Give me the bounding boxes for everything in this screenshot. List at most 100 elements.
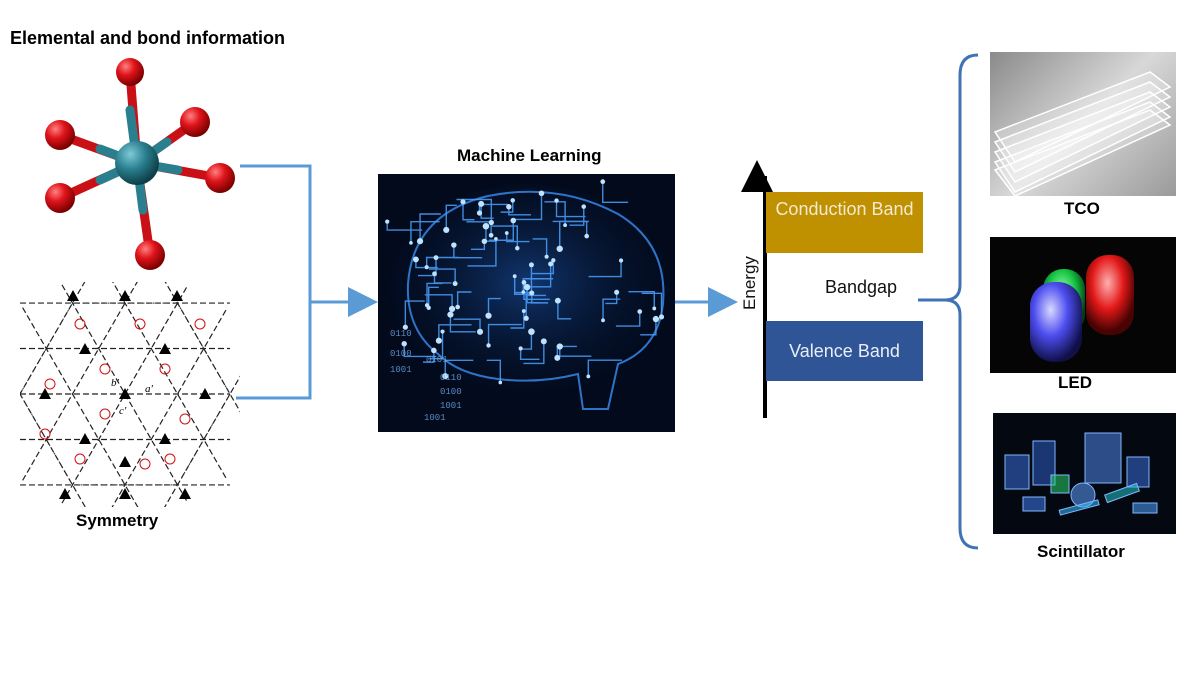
circuit-trace	[615, 311, 641, 327]
circuit-trace	[605, 292, 618, 305]
conduction-band-label: Conduction Band	[775, 199, 914, 219]
oxygen-atom	[116, 58, 144, 86]
connector-top	[240, 164, 312, 302]
circuit-trace	[419, 213, 441, 242]
circuit-node	[460, 199, 466, 205]
circuit-trace	[445, 204, 457, 230]
circuit-node	[504, 231, 509, 235]
circuit-trace	[557, 300, 572, 320]
svg-text:0110: 0110	[390, 329, 412, 339]
circuit-node	[455, 304, 460, 310]
svg-text:1001: 1001	[440, 401, 462, 411]
circuit-node	[515, 246, 520, 251]
circuit-node	[637, 309, 643, 314]
oxygen-atom	[45, 120, 75, 150]
svg-text:1001: 1001	[424, 413, 446, 423]
threefold-axis-symbol	[79, 343, 91, 354]
elemental-bond-title: Elemental and bond information	[10, 28, 286, 48]
circuit-trace	[523, 264, 552, 288]
circuit-node	[563, 223, 568, 228]
circuit-node	[431, 347, 437, 354]
circuit-node	[528, 262, 534, 268]
circuit-node	[584, 233, 589, 239]
circuit-trace	[487, 323, 522, 346]
circuit-node	[402, 324, 408, 330]
tco-glass-image	[990, 52, 1176, 196]
threefold-axis-symbol	[119, 456, 131, 467]
circuit-node	[556, 343, 563, 350]
circuit-trace	[640, 319, 657, 336]
circuit-trace	[523, 282, 550, 301]
red-atom-symbol	[159, 363, 171, 375]
oxygen-atom	[180, 107, 210, 137]
circuit-node	[442, 373, 449, 380]
circuit-node	[424, 265, 429, 270]
threefold-axis-symbol	[67, 290, 79, 301]
circuit-node	[443, 226, 450, 234]
oxygen-atom	[135, 240, 165, 270]
red-atom-symbol	[134, 318, 146, 330]
circuit-node	[510, 198, 515, 203]
circuit-trace	[513, 276, 531, 296]
circuit-trace	[444, 359, 474, 377]
red-atom-symbol	[74, 453, 86, 465]
octahedral-molecule-image	[45, 58, 235, 270]
circuit-trace	[491, 225, 518, 249]
circuit-trace	[489, 220, 514, 241]
circuit-node	[658, 314, 665, 320]
circuit-trace	[555, 200, 586, 218]
circuit-trace	[449, 314, 476, 333]
red-atom-symbol	[139, 458, 151, 470]
circuit-trace	[587, 359, 622, 377]
circuit-trace	[519, 348, 540, 361]
circuit-node	[486, 343, 491, 348]
circuit-trace	[520, 331, 533, 350]
circuit-node	[586, 374, 591, 379]
circuit-node	[554, 354, 561, 361]
red-atom-symbol	[99, 363, 111, 375]
threefold-axis-symbol	[159, 343, 171, 354]
svg-text:0100: 0100	[440, 387, 462, 397]
threefold-axis-symbol	[119, 488, 131, 499]
bandgap-label: Bandgap	[825, 277, 898, 297]
circuit-node	[476, 210, 483, 216]
circuit-node	[521, 290, 526, 294]
circuit-node	[409, 241, 413, 245]
circuit-trace	[426, 282, 443, 306]
circuit-node	[538, 190, 545, 197]
circuit-node	[488, 232, 494, 238]
circuit-trace	[628, 290, 655, 309]
circuit-node	[544, 254, 549, 259]
circuit-node	[600, 179, 606, 185]
circuit-node	[548, 261, 554, 267]
scintillator-crystals-image	[993, 413, 1176, 534]
red-atom-symbol	[39, 428, 51, 440]
circuit-trace	[425, 256, 460, 268]
circuit-node	[451, 242, 457, 248]
circuit-trace	[418, 257, 437, 277]
applications-bracket	[944, 53, 979, 550]
threefold-axis-symbol	[119, 290, 131, 301]
red-atom-symbol	[99, 408, 111, 420]
circuit-node	[652, 306, 657, 311]
circuit-trace	[486, 359, 501, 383]
circuit-trace	[404, 300, 425, 328]
circuit-trace	[506, 233, 530, 243]
circuit-trace	[424, 294, 453, 309]
circuit-node	[485, 312, 492, 319]
conduction-band-box: Conduction Band	[766, 192, 923, 253]
circuit-trace	[531, 293, 549, 304]
threefold-axis-symbol	[171, 290, 183, 301]
circuit-node	[416, 238, 424, 245]
circuit-trace	[641, 292, 663, 317]
circuit-node	[440, 329, 445, 334]
circuit-trace	[428, 286, 439, 308]
axis-label-a: a'	[145, 383, 154, 395]
threefold-axis-symbol	[179, 488, 191, 499]
circuit-trace	[532, 260, 554, 275]
threefold-axis-symbol	[39, 388, 51, 399]
circuit-trace	[500, 200, 514, 213]
circuit-trace	[523, 341, 545, 365]
circuit-node	[452, 281, 458, 287]
